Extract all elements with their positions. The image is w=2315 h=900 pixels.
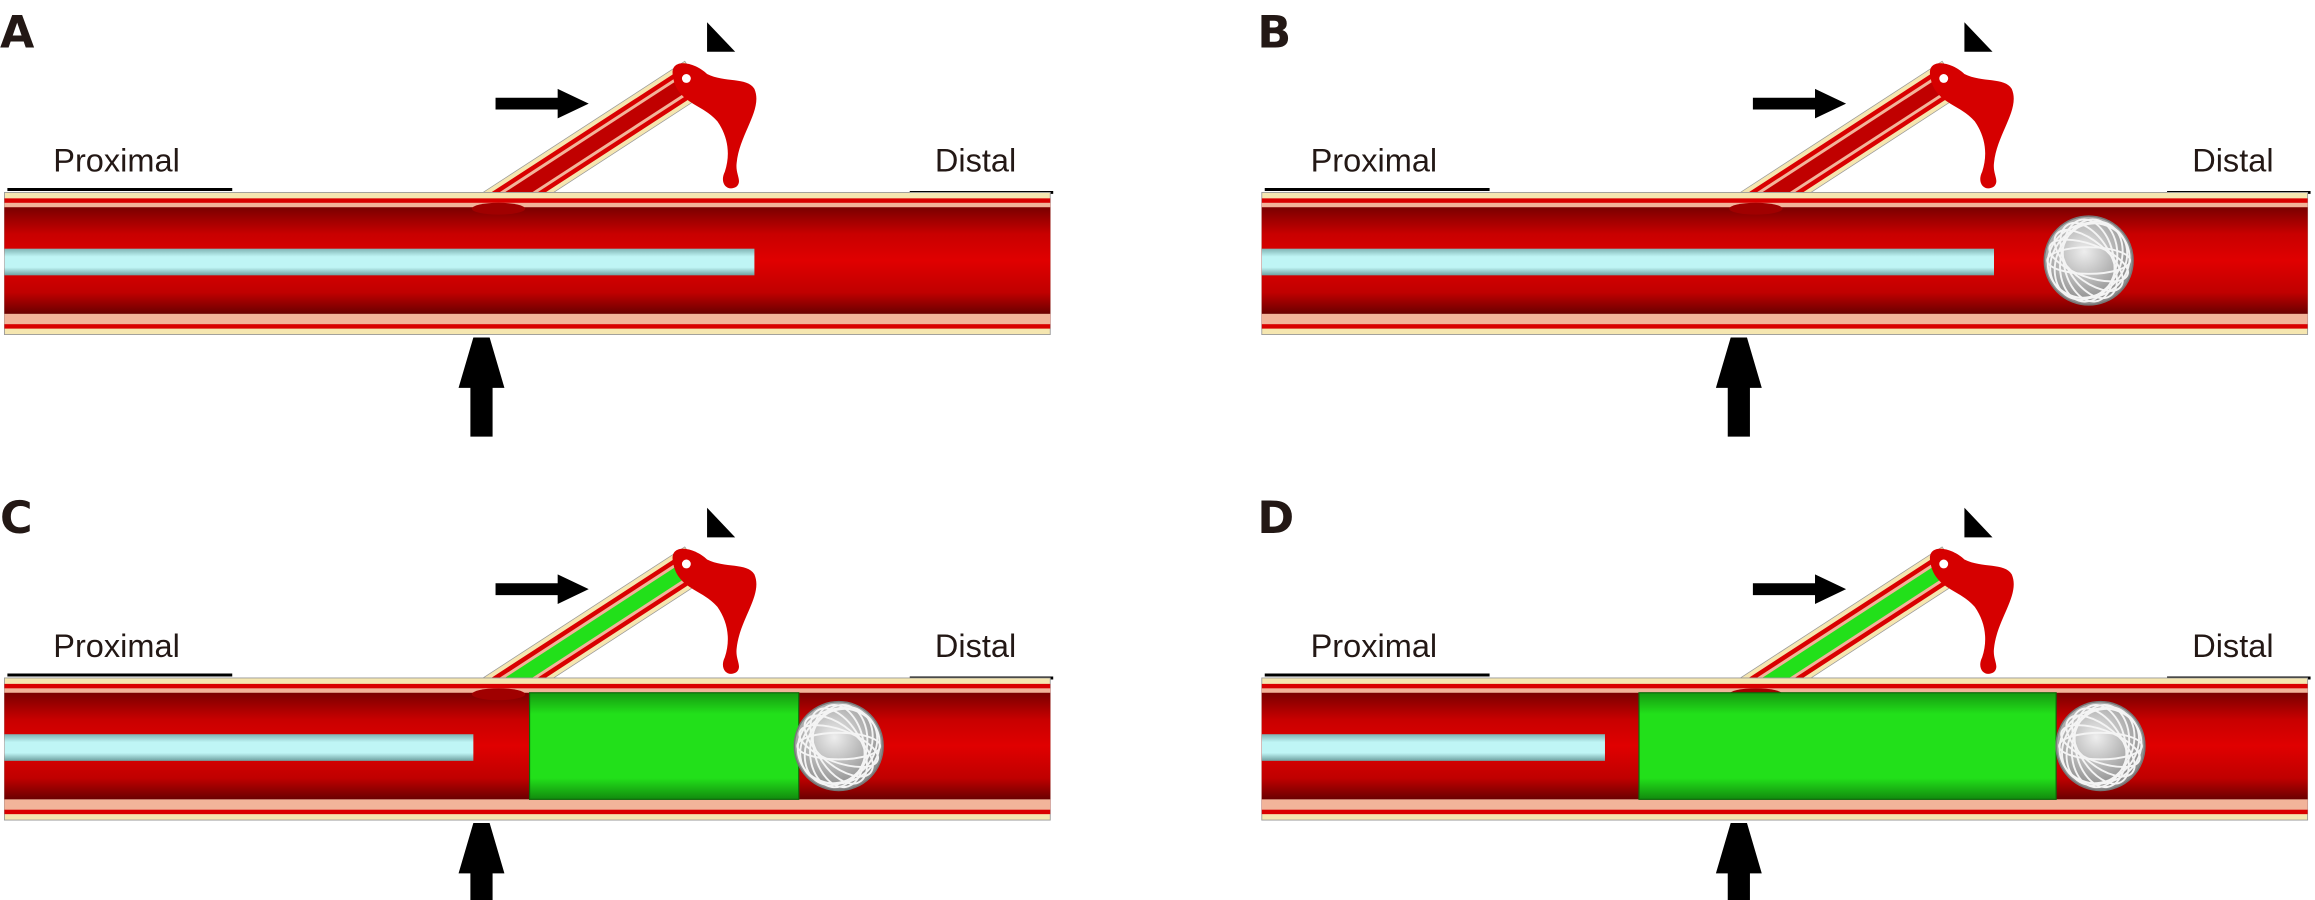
branch-lumen bbox=[486, 71, 700, 217]
branch-vessel bbox=[479, 546, 707, 713]
microcatheter bbox=[1261, 248, 1995, 276]
microcatheter bbox=[4, 248, 755, 276]
coil-loop bbox=[2059, 221, 2118, 300]
branch-orifice bbox=[471, 202, 526, 215]
microcatheter bbox=[4, 734, 474, 761]
arrow-up-icon bbox=[1715, 823, 1762, 900]
proximal-label: Proximal bbox=[53, 628, 180, 664]
coil bbox=[2055, 700, 2146, 792]
distal-label: Distal bbox=[935, 143, 1016, 179]
panel-label: D bbox=[1257, 493, 1294, 544]
coil-loop bbox=[796, 707, 881, 785]
branch-lumen bbox=[1743, 71, 1957, 217]
coil-loop bbox=[2065, 714, 2136, 778]
embolic-agent bbox=[1638, 692, 2057, 800]
coil-loop bbox=[2071, 707, 2130, 785]
coil-loop bbox=[2053, 229, 2124, 292]
coil bbox=[793, 700, 884, 792]
panel-a: A Proximal Distal bbox=[0, 7, 1054, 437]
blood-drop-icon bbox=[1929, 548, 2014, 674]
coil bbox=[2043, 215, 2134, 306]
coil-loop bbox=[811, 704, 866, 789]
coil-loop bbox=[809, 707, 868, 785]
blood-drop-icon bbox=[1929, 63, 2014, 189]
blood-drop-icon bbox=[672, 63, 757, 189]
arrow-up-icon bbox=[458, 337, 505, 437]
arrow-right-icon bbox=[1752, 88, 1847, 119]
branch-vessel bbox=[479, 60, 707, 228]
branch-embolic-agent bbox=[1743, 556, 1957, 703]
panel-label: A bbox=[0, 7, 35, 58]
branch-vessel bbox=[1736, 60, 1964, 228]
blood-highlight bbox=[1939, 559, 1949, 569]
panel-b: B Proximal Distal bbox=[1257, 7, 2311, 437]
proximal-label: Proximal bbox=[1311, 628, 1438, 664]
arrowhead-marker-icon bbox=[707, 507, 736, 538]
arrow-right-icon bbox=[1752, 574, 1847, 604]
arrowhead-marker-icon bbox=[1964, 507, 1993, 538]
coil-loop bbox=[809, 703, 869, 789]
blood-drop-icon bbox=[672, 548, 757, 674]
arrow-up-icon bbox=[1715, 337, 1762, 437]
distal-label: Distal bbox=[935, 628, 1016, 664]
coil-loop bbox=[2073, 704, 2128, 789]
branch-orifice bbox=[1729, 202, 1783, 215]
panel-label: C bbox=[0, 493, 33, 544]
coil-loop bbox=[2070, 703, 2131, 789]
coil-loop bbox=[2058, 707, 2143, 785]
blood-highlight bbox=[681, 74, 691, 83]
microcatheter bbox=[1261, 734, 1605, 761]
coil-loop bbox=[798, 724, 880, 768]
blood-highlight bbox=[681, 559, 691, 569]
coil-loop bbox=[2065, 705, 2136, 787]
coil-loop bbox=[2061, 218, 2116, 303]
distal-label: Distal bbox=[2192, 143, 2273, 179]
coil-loop bbox=[803, 714, 874, 778]
branch-vessel bbox=[1736, 546, 1964, 713]
arrowhead-marker-icon bbox=[707, 22, 736, 52]
branch-embolic-agent bbox=[486, 556, 700, 703]
embolic-agent bbox=[528, 692, 800, 800]
coil-loop bbox=[2048, 238, 2129, 283]
coil-loop bbox=[2059, 218, 2119, 303]
arrow-right-icon bbox=[495, 574, 589, 604]
panel-c: C Proximal Distal bbox=[0, 493, 1054, 900]
proximal-label: Proximal bbox=[1311, 143, 1438, 179]
blood-highlight bbox=[1939, 74, 1949, 83]
arrowhead-marker-icon bbox=[1964, 22, 1993, 52]
arrow-right-icon bbox=[495, 88, 589, 119]
coil-loop bbox=[803, 705, 874, 787]
distal-label: Distal bbox=[2192, 628, 2273, 664]
proximal-label: Proximal bbox=[53, 143, 180, 179]
arrow-up-icon bbox=[458, 823, 505, 900]
coil-loop bbox=[2060, 724, 2141, 768]
coil-loop bbox=[2053, 220, 2124, 301]
branch-orifice bbox=[471, 688, 526, 701]
panel-label: B bbox=[1257, 7, 1291, 58]
panel-d: D Proximal Distal bbox=[1257, 493, 2311, 900]
coil-loop bbox=[2046, 222, 2131, 300]
